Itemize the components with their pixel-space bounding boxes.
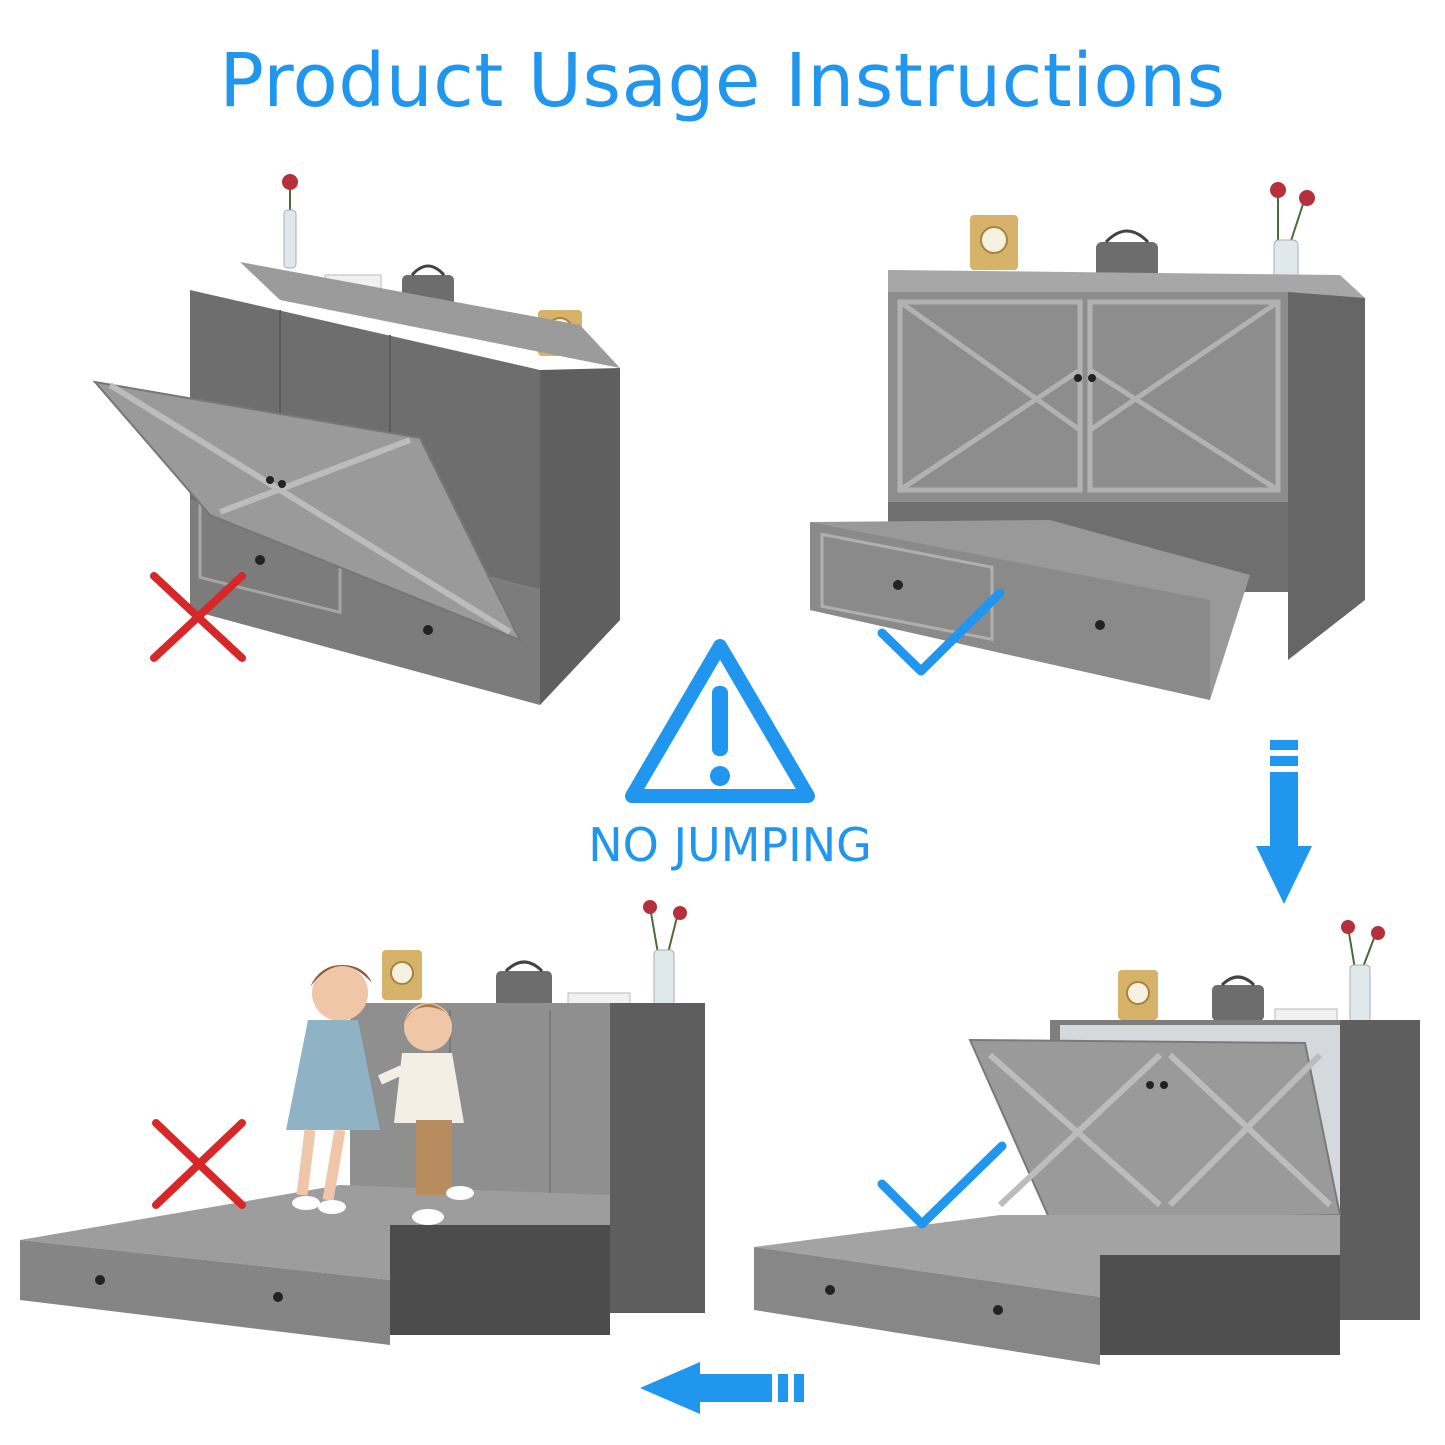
clock-icon [382, 950, 422, 1000]
drawer-knob-icon [1095, 620, 1105, 630]
drawer-knob-icon [993, 1305, 1003, 1315]
scene-lid-lowered-on-drawer [750, 915, 1430, 1375]
flower-vase-icon [282, 174, 298, 269]
flower-vase-icon [1341, 920, 1385, 1024]
scene-lid-open-without-drawer [90, 170, 630, 720]
scene-children-jumping [10, 895, 710, 1370]
drawer-knob-icon [825, 1285, 835, 1295]
scene-drawer-pulled-out [800, 180, 1380, 710]
drawer-knob-icon [893, 580, 903, 590]
clock-icon [1118, 970, 1158, 1020]
cross-icon [148, 570, 248, 665]
girl-figure [286, 965, 380, 1214]
check-icon [876, 585, 1006, 680]
arrow-left-icon [638, 1358, 808, 1418]
drawer-knob-icon [255, 555, 265, 565]
no-jumping-label: NO JUMPING [588, 818, 872, 872]
page-title: Product Usage Instructions [219, 38, 1226, 124]
warning-triangle-icon [622, 636, 818, 806]
arrow-down-icon [1254, 738, 1314, 908]
drawer-knob-icon [423, 625, 433, 635]
boy-figure [377, 1003, 474, 1225]
radio-icon [1212, 975, 1264, 1021]
drawer-knob-icon [95, 1275, 105, 1285]
drawer-knob-icon [273, 1292, 283, 1302]
radio-icon [496, 960, 552, 1007]
cross-icon [150, 1117, 248, 1212]
radio-icon [1096, 229, 1158, 282]
flower-vase-icon [643, 900, 687, 1009]
check-icon [876, 1140, 1008, 1232]
clock-icon [970, 215, 1018, 270]
